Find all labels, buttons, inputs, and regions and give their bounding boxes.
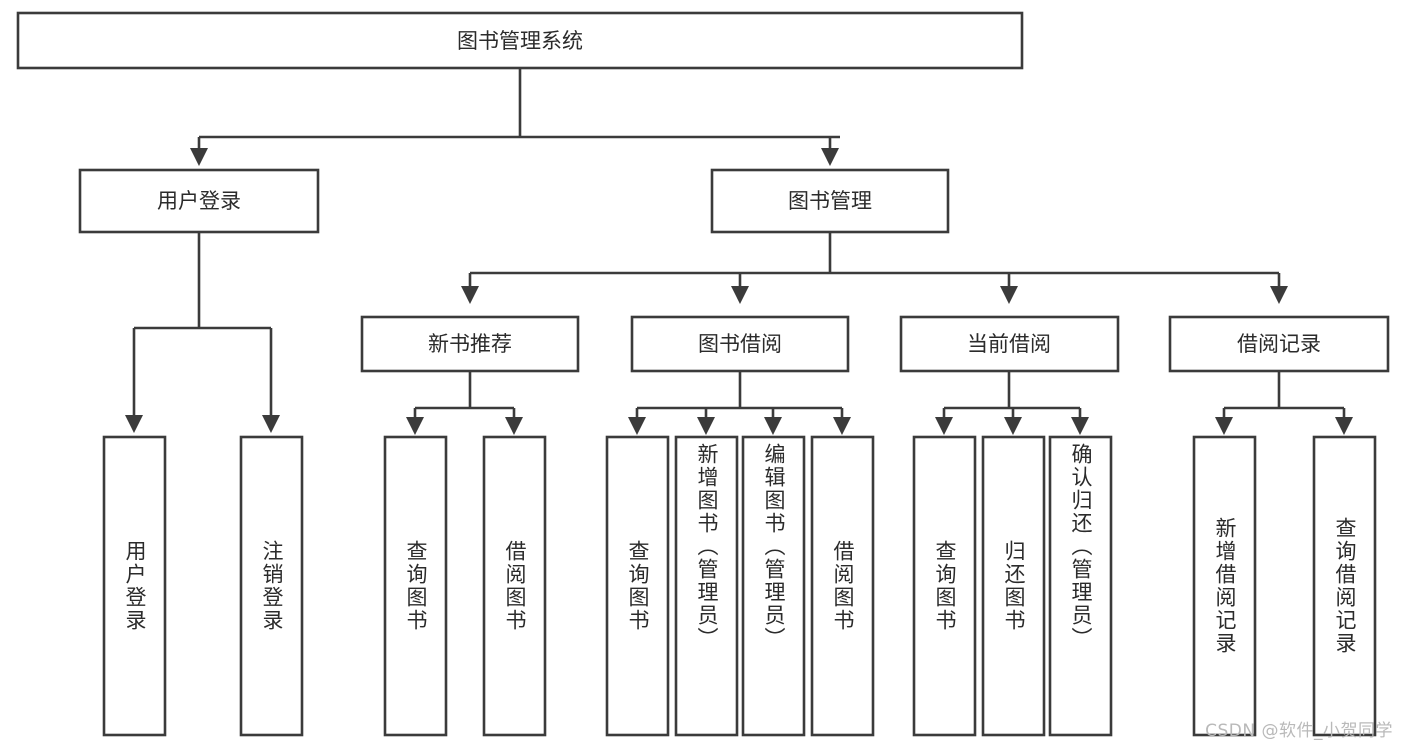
node-leaf-add-record[interactable] <box>1192 435 1257 737</box>
connector-bookmgmt-to-level3 <box>460 232 1289 305</box>
node-leaf-query-record[interactable] <box>1312 435 1377 737</box>
node-new-book-recommend[interactable] <box>360 315 580 373</box>
node-leaf-borrow-book-1[interactable] <box>482 435 547 737</box>
connector-bookborrow-to-leaves <box>627 371 852 436</box>
connector-borrowrecord-to-leaves <box>1214 371 1354 436</box>
node-user-login-label: 用户登录 <box>157 189 241 213</box>
node-leaf-query-book-1[interactable] <box>383 435 448 737</box>
node-leaf-logout-login[interactable] <box>239 435 304 737</box>
node-leaf-add-book[interactable] <box>674 435 739 737</box>
node-book-management-label: 图书管理 <box>788 189 872 213</box>
node-leaf-query-book-2[interactable] <box>605 435 670 737</box>
node-new-book-recommend-label: 新书推荐 <box>428 332 512 356</box>
connector-userlogin-to-leaves <box>124 232 281 434</box>
node-borrow-record[interactable] <box>1168 315 1390 373</box>
node-current-borrow[interactable] <box>899 315 1120 373</box>
node-leaf-user-login[interactable] <box>102 435 167 737</box>
node-leaf-edit-book[interactable] <box>741 435 806 737</box>
connector-currentborrow-to-leaves <box>934 371 1090 436</box>
node-root[interactable] <box>16 11 1024 70</box>
node-leaf-borrow-book-2[interactable] <box>810 435 875 737</box>
node-leaf-return-book[interactable] <box>981 435 1046 737</box>
node-leaf-confirm-return[interactable] <box>1048 435 1113 737</box>
node-borrow-record-label: 借阅记录 <box>1237 332 1321 356</box>
connector-newbook-to-leaves <box>405 371 524 436</box>
node-user-login[interactable] <box>78 168 320 234</box>
node-book-management[interactable] <box>710 168 950 234</box>
node-leaf-query-book-3[interactable] <box>912 435 977 737</box>
node-book-borrow-label: 图书借阅 <box>698 332 782 356</box>
node-current-borrow-label: 当前借阅 <box>967 332 1051 356</box>
node-book-borrow[interactable] <box>630 315 850 373</box>
connector-root-to-level2 <box>189 68 840 167</box>
node-root-label: 图书管理系统 <box>457 29 583 53</box>
csdn-watermark: CSDN @软件_小贺同学 <box>1205 721 1393 741</box>
